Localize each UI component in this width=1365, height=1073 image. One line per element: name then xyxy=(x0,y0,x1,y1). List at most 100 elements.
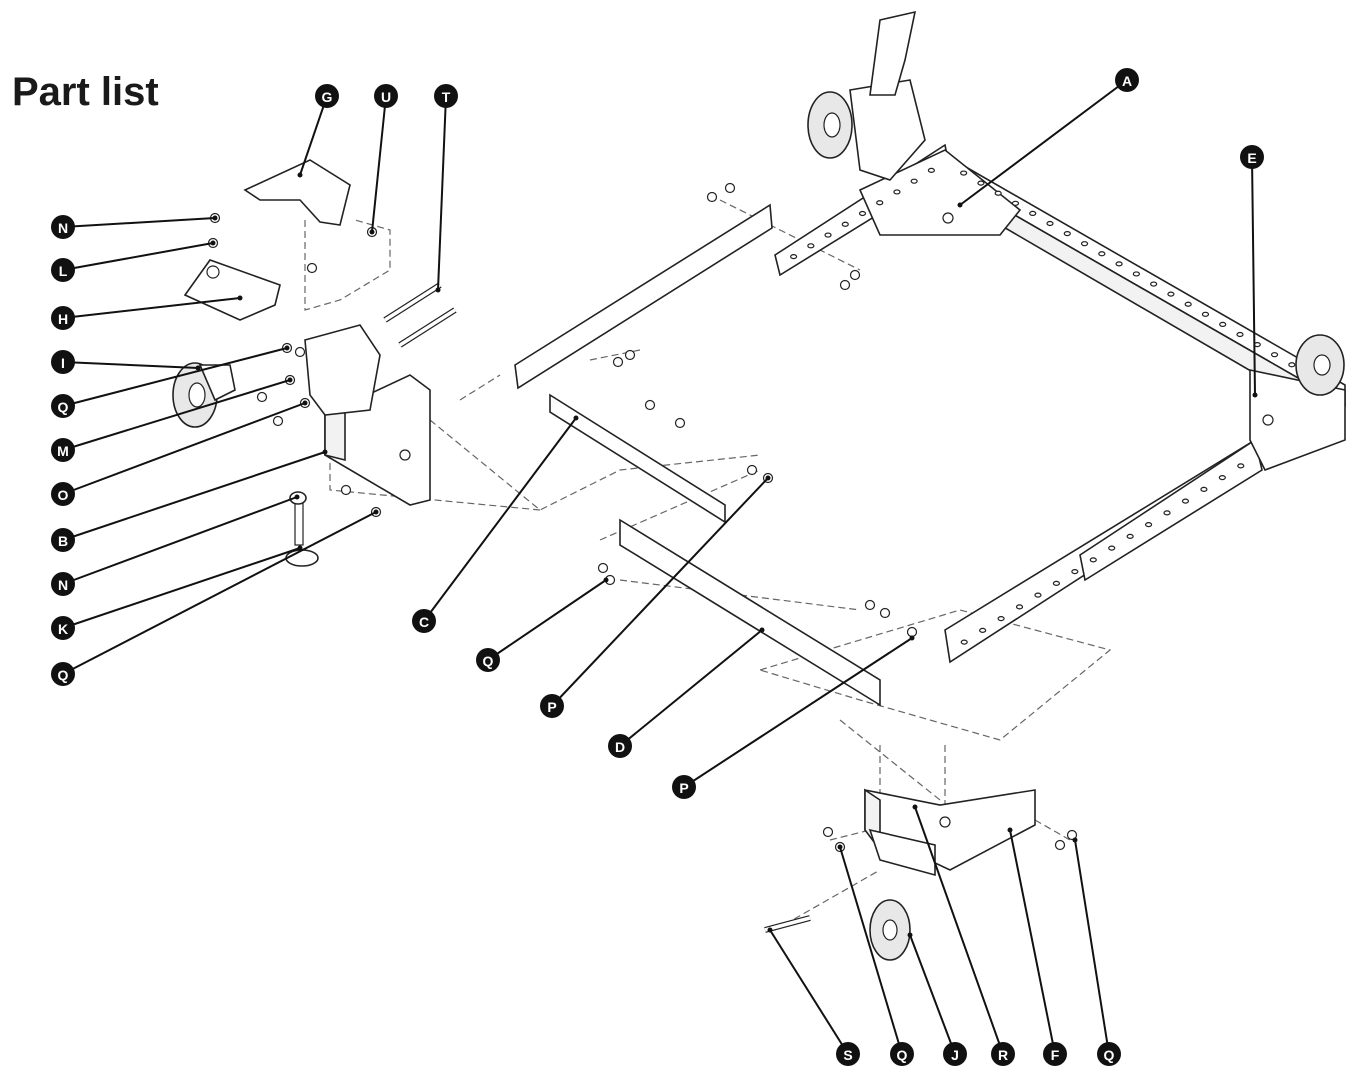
leader-line xyxy=(551,477,769,707)
part-label-badge: R xyxy=(991,1042,1015,1066)
callout-u: U xyxy=(369,84,398,235)
rail-hole xyxy=(876,200,884,206)
part-label-letter: P xyxy=(679,780,688,796)
leader-line xyxy=(683,637,913,788)
hardware-screw xyxy=(879,607,891,619)
callout-p: P xyxy=(540,475,771,718)
leader-line xyxy=(62,297,241,319)
callout-k: K xyxy=(51,545,303,640)
hardware-screw xyxy=(340,484,352,496)
callout-s: S xyxy=(767,927,860,1066)
rail-hole xyxy=(1132,271,1140,277)
part-label-letter: R xyxy=(998,1047,1008,1063)
callout-q: Q xyxy=(51,345,290,418)
part-label-badge: N xyxy=(51,215,75,239)
part-label-badge: G xyxy=(315,84,339,108)
leader-line xyxy=(959,79,1128,206)
rail-hole xyxy=(994,190,1002,196)
caster-wheel-right xyxy=(1295,334,1345,396)
leader-line xyxy=(62,402,306,495)
hardware-screw xyxy=(706,191,718,203)
part-label-letter: J xyxy=(951,1047,959,1063)
leader-line xyxy=(62,242,214,271)
part-label-badge: M xyxy=(51,438,75,462)
part-label-letter: Q xyxy=(58,399,69,415)
callout-q: Q xyxy=(476,577,609,672)
callout-t: T xyxy=(434,84,458,293)
rail-hole xyxy=(1108,545,1116,551)
rail-hole xyxy=(997,616,1005,622)
rail-hole xyxy=(1098,251,1106,257)
rail-hole xyxy=(841,221,849,227)
rail-c xyxy=(549,393,726,524)
rail-hole xyxy=(790,254,798,260)
rail-hole xyxy=(1080,241,1089,247)
hardware-screw xyxy=(597,562,609,574)
rail-hole xyxy=(1115,261,1123,267)
hardware-screw xyxy=(1066,829,1078,841)
bolts-t xyxy=(383,282,457,348)
leader-line xyxy=(62,547,301,629)
hardware-screw xyxy=(839,279,851,291)
rail-hole xyxy=(1089,557,1097,563)
part-label-letter: S xyxy=(843,1047,852,1063)
leader-line xyxy=(839,846,903,1055)
leveling-foot-k xyxy=(285,491,319,567)
rail-hole xyxy=(1011,200,1020,206)
leader-line xyxy=(62,496,298,585)
leader-line xyxy=(487,579,607,661)
leader-line xyxy=(1251,156,1256,396)
leader-line xyxy=(62,451,326,541)
rail-hole xyxy=(824,232,832,238)
part-list-title: Part list xyxy=(12,70,159,114)
part-label-badge: P xyxy=(540,694,564,718)
leader-line xyxy=(437,95,447,291)
rail-loose-back-left xyxy=(514,203,773,390)
hardware-screw xyxy=(674,417,686,429)
callout-q: Q xyxy=(1072,837,1121,1066)
rail-hole xyxy=(979,627,987,633)
callout-f: F xyxy=(1007,827,1067,1066)
callout-d: D xyxy=(608,627,765,758)
leader-line xyxy=(423,417,577,622)
leader-line xyxy=(62,217,216,228)
rail-hole xyxy=(1144,522,1153,528)
part-label-badge: N xyxy=(51,572,75,596)
part-label-letter: N xyxy=(58,577,68,593)
callout-a: A xyxy=(957,68,1139,208)
part-label-badge: U xyxy=(374,84,398,108)
callout-i: I xyxy=(51,350,201,374)
rail-hole xyxy=(1150,281,1158,287)
part-label-letter: I xyxy=(61,355,65,371)
caster-block xyxy=(868,828,936,877)
rail-hole xyxy=(807,243,815,249)
leader-line xyxy=(62,347,288,407)
rail-hole xyxy=(1236,331,1244,338)
part-label-badge: B xyxy=(51,528,75,552)
hardware-screw xyxy=(272,415,284,427)
part-label-badge: T xyxy=(434,84,458,108)
rail-hole xyxy=(893,189,901,195)
part-label-badge: L xyxy=(51,258,75,282)
rail-hole xyxy=(977,180,985,186)
part-label-letter: F xyxy=(1051,1047,1060,1063)
callout-g: G xyxy=(297,84,339,178)
part-label-badge: I xyxy=(51,350,75,374)
rail-hole xyxy=(960,639,968,645)
callout-q: Q xyxy=(837,844,914,1066)
rail-hole xyxy=(1288,362,1296,368)
part-label-letter: H xyxy=(58,311,68,327)
leader-line xyxy=(1074,839,1110,1055)
rail-hole xyxy=(1029,210,1037,217)
part-label-letter: G xyxy=(322,89,333,105)
callout-j: J xyxy=(907,932,967,1066)
rail-hole xyxy=(858,210,867,217)
leader-line xyxy=(62,361,199,369)
leader-line xyxy=(769,929,849,1055)
rail-hole xyxy=(1034,592,1042,598)
frame-rail-right-front xyxy=(944,438,1263,664)
rail-hole xyxy=(1237,463,1245,469)
part-label-letter: T xyxy=(442,89,451,105)
caster-wheel-j xyxy=(869,899,911,961)
